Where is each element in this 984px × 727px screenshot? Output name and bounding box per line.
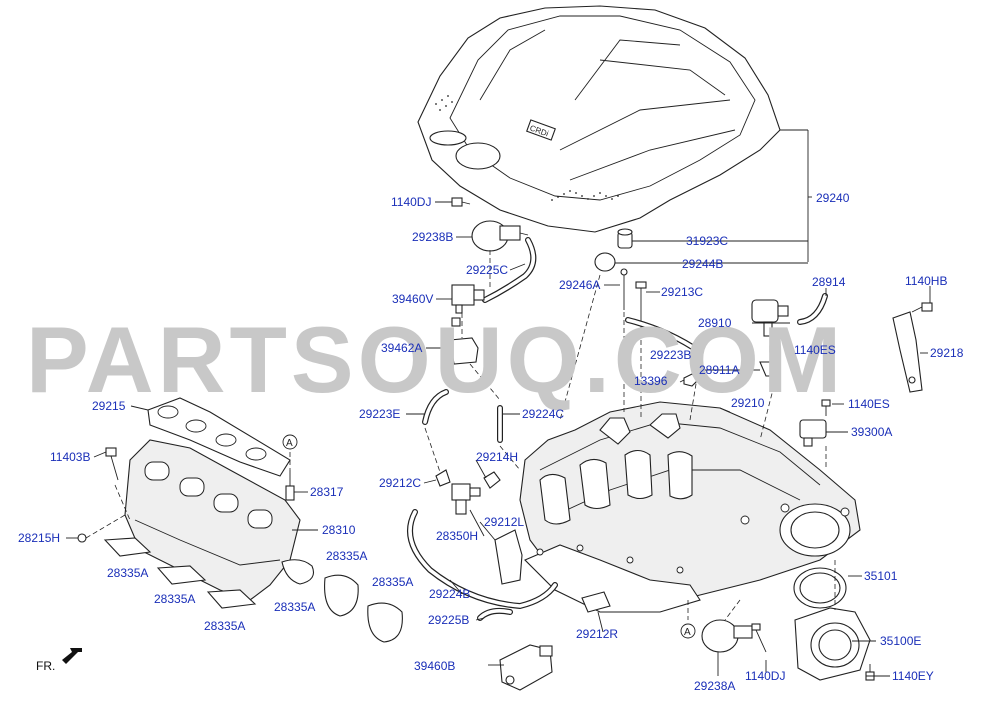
label-39300A[interactable]: 39300A (851, 425, 892, 439)
label-29238A[interactable]: 29238A (694, 679, 735, 693)
vacuum-actuator-29238B (471, 220, 529, 252)
label-29212L[interactable]: 29212L (484, 515, 524, 529)
bolt-1140HB (911, 302, 933, 313)
label-1140EY[interactable]: 1140EY (892, 669, 934, 683)
label-39462A[interactable]: 39462A (381, 341, 422, 355)
solenoid-valve-39460B (499, 644, 553, 691)
hose-29225C (482, 237, 537, 303)
label-29223B[interactable]: 29223B (650, 348, 691, 362)
label-29215[interactable]: 29215 (92, 399, 126, 413)
stud-28317 (285, 470, 295, 501)
label-29238B[interactable]: 29238B (412, 230, 453, 244)
label-28335A-5[interactable]: 28335A (274, 600, 315, 614)
label-1140DJ-bottom[interactable]: 1140DJ (745, 669, 785, 683)
leader-lines (66, 129, 931, 677)
label-1140DJ-top[interactable]: 1140DJ (391, 195, 431, 209)
bolt-29246A (620, 268, 628, 310)
grommet-29244B (594, 252, 616, 272)
bolt-1140DJ-bottom (751, 623, 767, 653)
ref-marker-left: A (282, 434, 298, 450)
bracket-29218 (892, 311, 923, 393)
label-29224C[interactable]: 29224C (522, 407, 564, 421)
label-28335A-3[interactable]: 28335A (372, 575, 413, 589)
pipe-29223B (625, 317, 703, 355)
watermark: PARTSOUQ.COM (26, 307, 845, 412)
bolt-1140EY (865, 664, 875, 681)
bracket-29214H (483, 471, 501, 489)
label-29240[interactable]: 29240 (816, 191, 850, 205)
throttle-body-35100E (794, 607, 871, 681)
label-28335A-4[interactable]: 28335A (154, 592, 195, 606)
bolt-1140DJ-top (451, 197, 471, 207)
label-29212R[interactable]: 29212R (576, 627, 618, 641)
valve-28910 (751, 299, 789, 337)
label-29224B[interactable]: 29224B (429, 587, 470, 601)
bolt-11403B (105, 447, 119, 481)
label-29214H[interactable]: 29214H (476, 450, 518, 464)
sensor-39300A (799, 419, 827, 447)
pipe-29224B (407, 509, 558, 610)
label-13396[interactable]: 13396 (634, 374, 668, 388)
label-31923C[interactable]: 31923C (686, 234, 728, 248)
label-28335A-6[interactable]: 28335A (204, 619, 245, 633)
label-28310[interactable]: 28310 (322, 523, 356, 537)
bolt-1140ES-2 (821, 399, 831, 416)
label-28911A[interactable]: 28911A (699, 363, 739, 377)
label-29213C[interactable]: 29213C (661, 285, 703, 299)
label-28215H[interactable]: 28215H (18, 531, 60, 545)
bracket-28911A (759, 361, 781, 377)
label-28335A-2[interactable]: 28335A (326, 549, 367, 563)
label-29223E[interactable]: 29223E (359, 407, 400, 421)
engine-cover: CRDi (417, 5, 781, 233)
label-29212C[interactable]: 29212C (379, 476, 421, 490)
label-39460B[interactable]: 39460B (414, 659, 455, 673)
intake-manifold (519, 401, 861, 613)
sensor-28350H (451, 483, 481, 515)
label-35100E[interactable]: 35100E (880, 634, 921, 648)
gasket-29215 (147, 397, 291, 477)
exhaust-manifold-28310 (124, 439, 301, 601)
label-1140HB[interactable]: 1140HB (905, 274, 947, 288)
bolt-1140ES-1 (769, 345, 779, 362)
label-11403B[interactable]: 11403B (50, 450, 90, 464)
nut-28215H (77, 533, 87, 543)
svg-text:A: A (286, 438, 293, 449)
label-1140ES-1[interactable]: 1140ES (794, 343, 836, 357)
label-28317[interactable]: 28317 (310, 485, 344, 499)
ref-marker-right: A (680, 623, 696, 639)
guide-lines (85, 250, 836, 621)
label-29225C[interactable]: 29225C (466, 263, 508, 277)
gasket-35101 (793, 567, 847, 609)
label-29244B[interactable]: 29244B (682, 257, 723, 271)
bracket-29212R (581, 591, 611, 613)
label-29210[interactable]: 29210 (731, 396, 765, 410)
nut-13396 (683, 373, 699, 387)
label-1140ES-2[interactable]: 1140ES (848, 397, 890, 411)
label-29246A[interactable]: 29246A (559, 278, 600, 292)
label-28350H[interactable]: 28350H (436, 529, 478, 543)
grommet-31923C (617, 228, 633, 249)
pipe-29223E (422, 389, 449, 425)
bracket-29212L (494, 529, 523, 585)
label-28335A-1[interactable]: 28335A (107, 566, 148, 580)
hose-28914 (797, 293, 828, 325)
label-29218[interactable]: 29218 (930, 346, 964, 360)
front-arrow: FR. (36, 648, 82, 673)
solenoid-valve-39460V (451, 284, 485, 314)
gaskets-28335A (103, 537, 403, 643)
label-28910[interactable]: 28910 (698, 316, 732, 330)
label-28914[interactable]: 28914 (812, 275, 846, 289)
part-labels: 29240 1140DJ 29238B 31923C 29244B 29225C… (18, 191, 964, 693)
label-39460V[interactable]: 39460V (392, 292, 433, 306)
hose-29225B (477, 607, 513, 621)
vacuum-actuator-29238A (701, 619, 753, 653)
clip-29212C (435, 469, 451, 487)
bracket-39462A (449, 317, 479, 365)
svg-text:A: A (684, 627, 691, 638)
label-35101[interactable]: 35101 (864, 569, 898, 583)
front-label: FR. (36, 659, 55, 673)
label-29225B[interactable]: 29225B (428, 613, 469, 627)
